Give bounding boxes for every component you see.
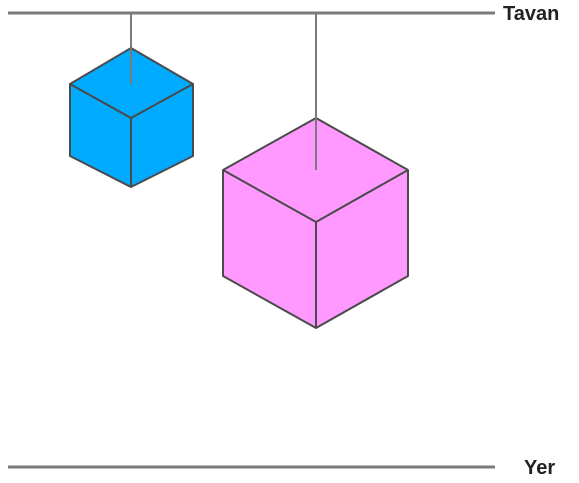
floor-label: Yer xyxy=(524,458,555,478)
ceiling-label: Tavan xyxy=(503,4,559,24)
